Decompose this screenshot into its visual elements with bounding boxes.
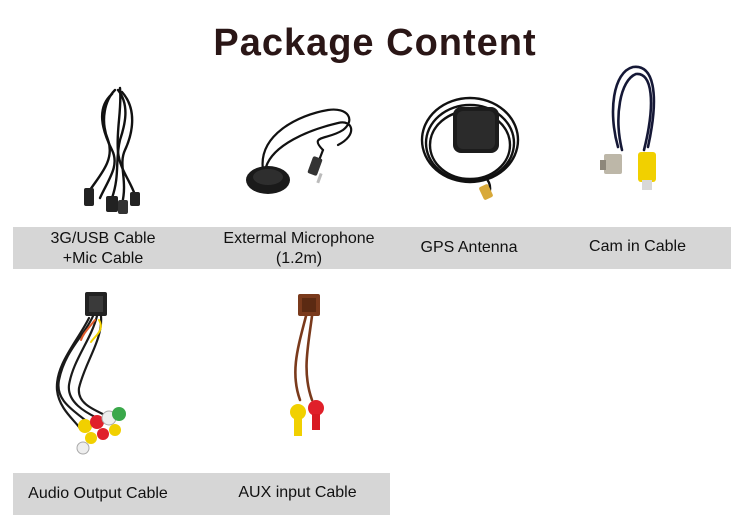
- label-bar-row-1: [13, 227, 731, 269]
- audio-output-cable-icon: [45, 290, 145, 460]
- gps-antenna-icon: [415, 85, 525, 210]
- item-label-aux-input-cable: AUX input Cable: [210, 483, 385, 503]
- item-label-gps-antenna: GPS Antenna: [405, 238, 533, 258]
- item-label-audio-output-cable: Audio Output Cable: [13, 484, 183, 504]
- item-label-line-2: +Mic Cable: [62, 250, 144, 267]
- item-label-microphone: Extermal Microphone (1.2m): [195, 229, 403, 269]
- usb-mic-cable-icon: [60, 80, 170, 220]
- item-label-line-1: Cam in Cable: [589, 238, 686, 255]
- page-title: Package Content: [213, 22, 537, 64]
- item-label-line-1: GPS Antenna: [420, 239, 518, 256]
- item-label-line-1: AUX input Cable: [238, 484, 357, 501]
- item-label-cam-in-cable: Cam in Cable: [545, 237, 730, 257]
- item-label-line-1: Extermal Microphone: [223, 230, 375, 247]
- cam-in-cable-icon: [598, 62, 678, 202]
- microphone-icon: [238, 95, 368, 205]
- item-label-usb-mic-cable: 3G/USB Cable +Mic Cable: [13, 229, 193, 269]
- aux-input-cable-icon: [268, 292, 348, 452]
- item-label-line-2: (1.2m): [275, 250, 323, 267]
- item-label-line-1: Audio Output Cable: [28, 485, 168, 502]
- item-label-line-1: 3G/USB Cable: [50, 230, 156, 247]
- label-bar-row-2: [13, 473, 390, 515]
